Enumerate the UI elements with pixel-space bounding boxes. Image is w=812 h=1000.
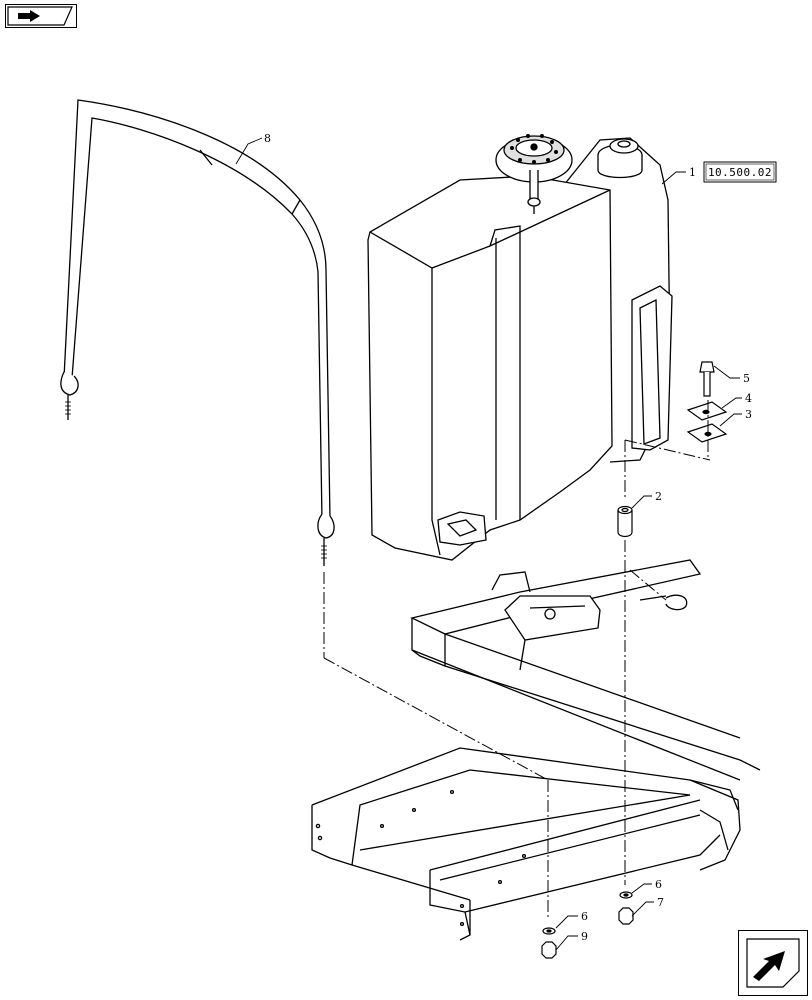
washer	[542, 891, 633, 935]
reference-label: 10.500.02	[708, 166, 772, 179]
leader-lines	[235, 137, 742, 951]
spacer	[617, 505, 633, 538]
callout-6-right: 6	[655, 878, 662, 891]
assembly-centerlines	[323, 400, 711, 920]
callout-6-left: 6	[581, 910, 588, 923]
callout-2: 2	[655, 490, 662, 503]
reference-box: 10.500.02	[703, 161, 777, 183]
next-page-button[interactable]	[738, 930, 808, 996]
callout-5: 5	[743, 372, 750, 385]
strap	[60, 99, 335, 566]
callout-1: 1	[689, 166, 696, 179]
callout-7: 7	[657, 896, 664, 909]
callout-9: 9	[581, 930, 588, 943]
tank	[367, 135, 673, 561]
callout-8: 8	[264, 132, 271, 145]
next-page-icon	[746, 938, 800, 988]
nut	[541, 907, 634, 959]
callout-4: 4	[745, 392, 752, 405]
plate-upper	[686, 401, 728, 421]
callout-3: 3	[745, 408, 752, 421]
previous-page-icon	[7, 6, 73, 26]
bolt	[699, 361, 715, 397]
plate-lower	[686, 423, 728, 443]
chassis-frame	[311, 559, 761, 941]
previous-page-button[interactable]	[5, 4, 77, 28]
